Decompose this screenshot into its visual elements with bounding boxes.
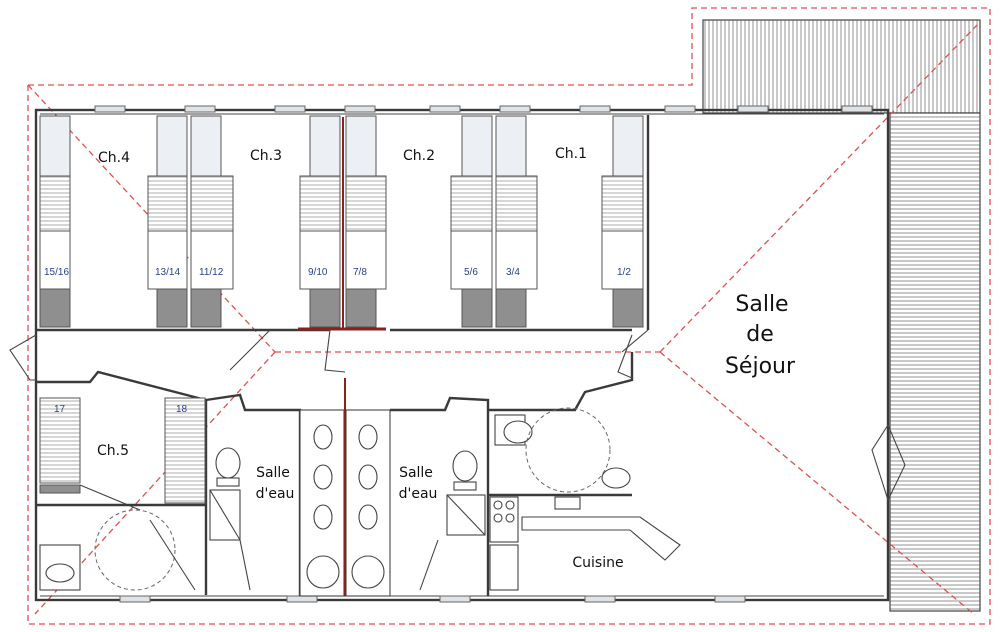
roof-outline: [27, 7, 991, 625]
bed-label-17: 17: [54, 404, 66, 415]
room-label-sejour-2: de: [746, 322, 774, 347]
side-terrace-deck: [889, 112, 981, 612]
room-label-bath-right-1: Salle: [399, 465, 433, 481]
bed-11-12: [190, 115, 234, 328]
entrance-door[interactable]: [9, 334, 37, 381]
bed-5-6: [450, 115, 493, 328]
top-windows: [94, 105, 873, 113]
bed-label-11-12: 11/12: [199, 267, 224, 278]
central-washbasins: [299, 378, 391, 597]
bed-1-2: [601, 115, 644, 328]
bed-3-4: [495, 115, 538, 328]
bed-15-16: [39, 115, 71, 328]
room-ch5: [36, 370, 208, 595]
bed-label-1-2: 1/2: [617, 267, 631, 278]
room-label-sejour-3: Séjour: [725, 354, 796, 379]
room-label-ch2: Ch.2: [403, 148, 435, 164]
bed-label-18: 18: [176, 404, 188, 415]
terrace-door[interactable]: [871, 423, 906, 502]
bed-7-8: [345, 115, 387, 328]
room-label-bath-left-1: Salle: [256, 465, 290, 481]
kitchen-area: [488, 352, 681, 591]
bathroom-right: [390, 396, 490, 596]
bed-9-10: [299, 115, 341, 328]
bed-label-5-6: 5/6: [464, 267, 478, 278]
room-label-ch1: Ch.1: [555, 146, 587, 162]
room-label-sejour-1: Salle: [735, 292, 788, 317]
room-label-cuisine: Cuisine: [572, 555, 623, 571]
room-label-ch3: Ch.3: [250, 148, 282, 164]
bed-label-13-14: 13/14: [155, 267, 180, 278]
room-label-ch5: Ch.5: [97, 443, 129, 459]
bed-label-15-16: 15/16: [44, 267, 69, 278]
room-label-ch4: Ch.4: [98, 150, 130, 166]
room-label-bath-right-2: d'eau: [399, 486, 438, 502]
room-label-bath-left-2: d'eau: [256, 486, 295, 502]
bed-label-7-8: 7/8: [353, 267, 367, 278]
bed-13-14: [147, 115, 188, 328]
top-terrace-deck: [702, 19, 981, 114]
bed-label-9-10: 9/10: [308, 267, 328, 278]
bed-label-3-4: 3/4: [506, 267, 520, 278]
